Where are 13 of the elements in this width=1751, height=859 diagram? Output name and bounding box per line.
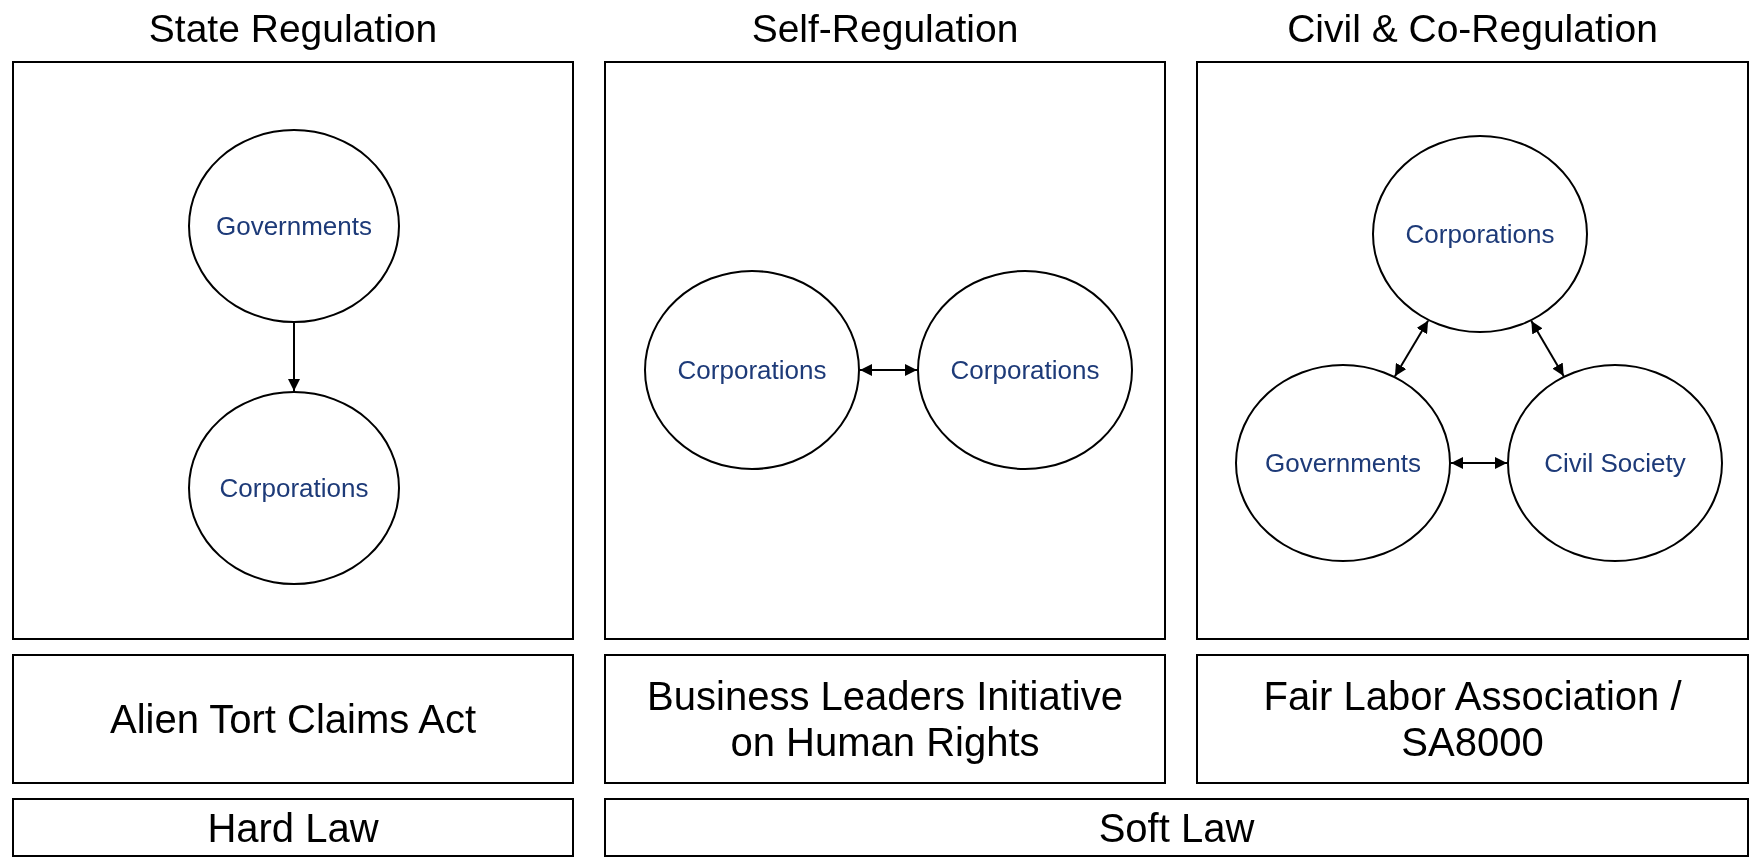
example-box: Business Leaders Initiative on Human Rights	[604, 654, 1166, 784]
example-box: Alien Tort Claims Act	[12, 654, 574, 784]
example-box: Hard Law	[12, 798, 574, 857]
arrow	[288, 322, 300, 392]
arrow	[859, 364, 918, 376]
panel-heading: Civil & Co-Regulation	[1286, 6, 1659, 52]
arrow	[1450, 457, 1508, 469]
arrow	[1530, 320, 1565, 377]
panel-heading: Self-Regulation	[750, 6, 1020, 52]
arrow	[1393, 319, 1430, 378]
panel-heading: State Regulation	[147, 6, 439, 52]
example-box: Fair Labor Association / SA8000	[1196, 654, 1749, 784]
example-box: Soft Law	[604, 798, 1749, 857]
